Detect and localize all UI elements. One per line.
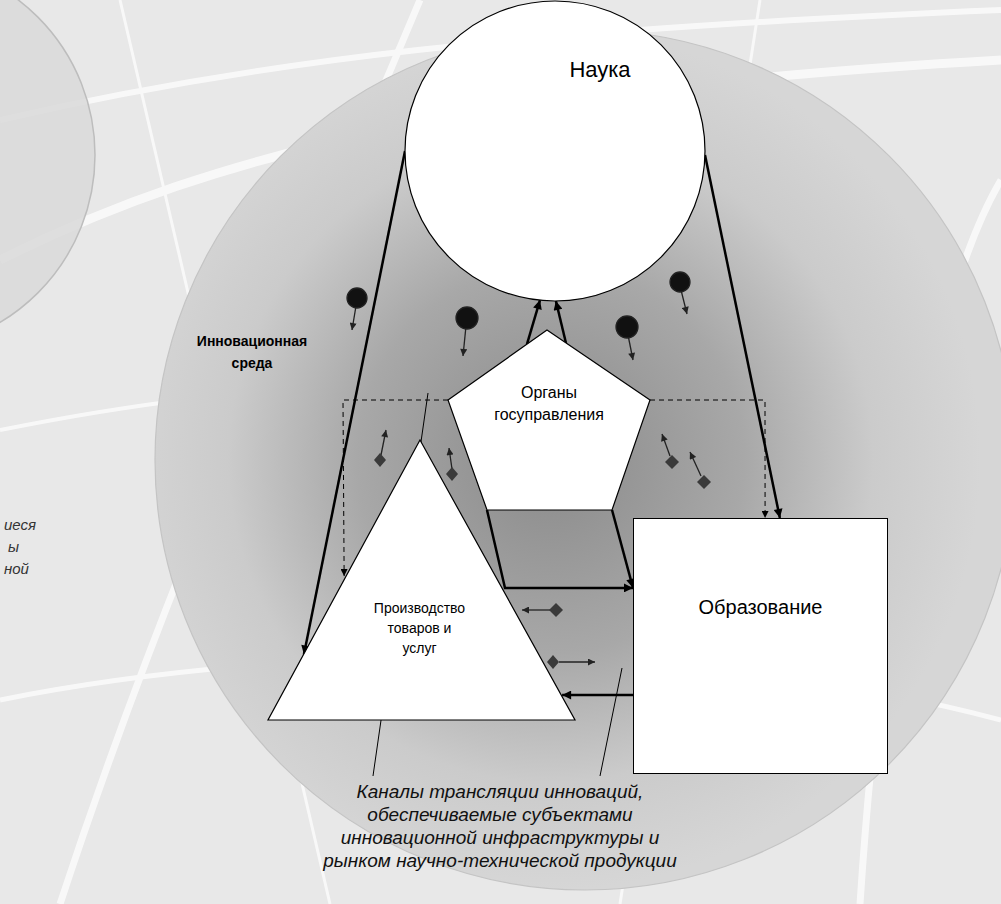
node-label: Наука — [540, 57, 660, 83]
production-triangle-outline — [268, 440, 575, 720]
label-anchor: ной — [4, 559, 64, 579]
science-circle-outline — [405, 1, 705, 301]
production-triangle: Производство товаров и услуг — [268, 440, 575, 720]
production-triangle-shape — [268, 440, 575, 720]
science-circle: Наука — [405, 1, 705, 301]
cut-off-note: ы — [8, 537, 48, 557]
science-circle-shape — [405, 1, 705, 301]
cut-off-note: иеся — [4, 515, 64, 535]
node-label: Инновационная среда — [182, 330, 322, 374]
side-circle — [0, 0, 95, 350]
education-box: Образование — [633, 518, 888, 774]
particle-arrow — [559, 661, 595, 662]
knowledge-dot — [456, 307, 478, 329]
connector-arrow — [562, 694, 633, 697]
label-anchor: ы — [8, 537, 48, 557]
label-anchor: иеся — [4, 515, 64, 535]
node-label: Производство товаров и услуг — [371, 598, 468, 658]
knowledge-dot — [670, 272, 690, 292]
knowledge-dot — [347, 288, 367, 308]
node-label: Органы госуправления — [484, 382, 614, 426]
knowledge-dot — [616, 316, 638, 338]
label-anchor: Каналы трансляции инноваций, обеспечивае… — [305, 780, 695, 872]
government-pentagon: Органы госуправления — [448, 330, 650, 510]
government-pentagon-shape — [448, 330, 650, 510]
particle-arrow — [522, 609, 550, 610]
node-label: Образование — [634, 595, 887, 619]
innovation-environment: Инновационная среда НаукаОрганы госуправл… — [155, 30, 1001, 890]
channels-note: Каналы трансляции инноваций, обеспечивае… — [305, 780, 695, 872]
cut-off-note: ной — [4, 559, 64, 579]
